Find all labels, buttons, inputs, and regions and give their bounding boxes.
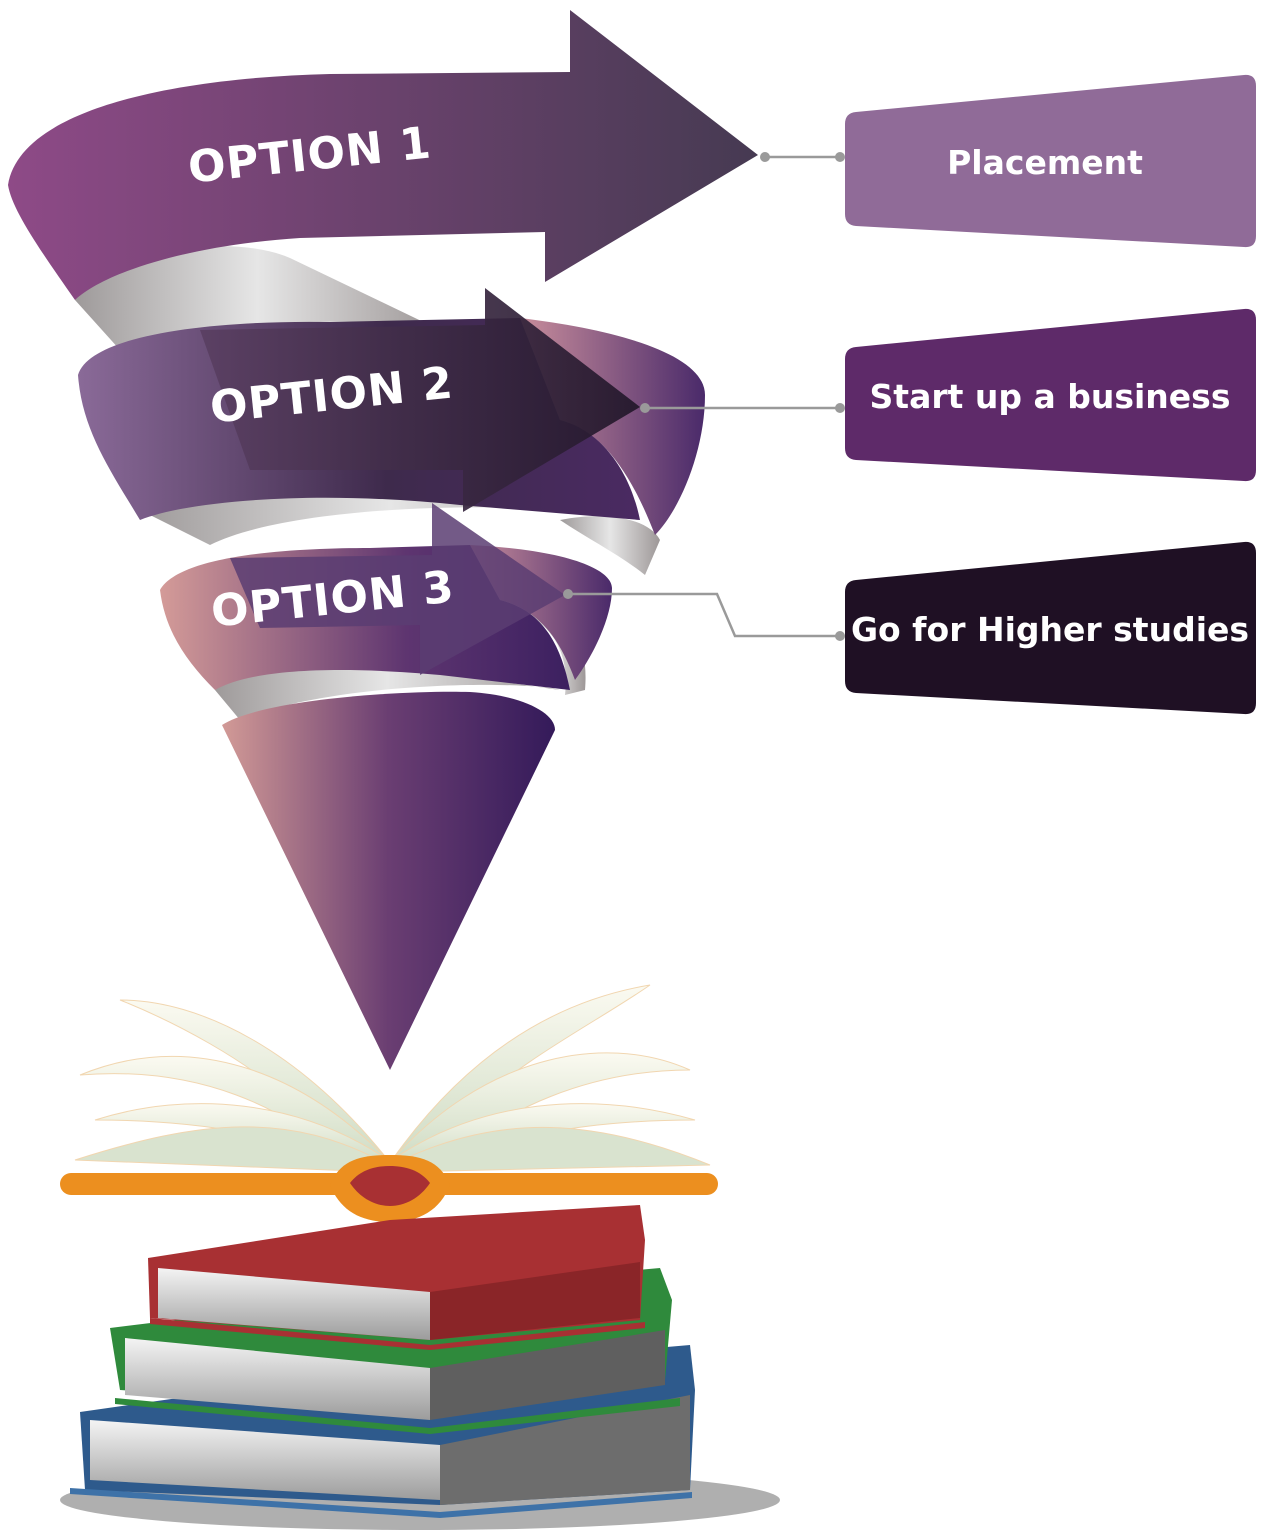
result-box-2-shape [845,308,1256,482]
red-book-spine-right [430,1262,640,1340]
result-box-2-label: Start up a business [870,377,1231,416]
result-box-3: Go for Higher studies [845,541,1256,715]
option-2-arrow [200,288,640,512]
open-book-left-page-4 [74,1126,389,1173]
option-1-arrow [8,10,758,300]
result-box-1-shape [845,74,1256,248]
open-book-icon [60,984,718,1222]
open-book-spine-inner [350,1166,430,1206]
funnel-spiral-graphic: OPTION 1 OPTION 2 OPTION 3 [8,10,758,1070]
connector-3 [568,592,840,638]
result-box-3-shape [845,541,1256,715]
connector-1-start-dot [760,152,770,162]
silver-ribbon-1 [75,246,440,350]
funnel-cone [222,691,555,1070]
blue-book-spine-right [440,1395,690,1505]
blue-book-bottom-edge [70,1488,692,1518]
connectors [563,152,845,641]
open-book-right-page-4 [391,1126,711,1173]
option-3-arrow [230,503,565,675]
connector-3-start-dot [563,589,573,599]
connector-1-end-dot [835,152,845,162]
silver-ribbon-3 [215,656,560,720]
result-box-1: Placement [845,74,1256,248]
blue-book-pages [90,1420,440,1500]
result-box-2: Start up a business [845,308,1256,482]
red-book-pages [158,1268,430,1340]
connector-2-end-dot [835,403,845,413]
connector-3-end-dot [835,631,845,641]
green-book-pages [125,1338,430,1420]
green-book-spine-right [430,1330,665,1420]
silver-ribbon-2b [560,516,660,575]
green-book-bottom-edge [115,1398,680,1434]
book-stack-icon [60,1205,780,1530]
result-box-1-label: Placement [947,143,1143,182]
red-book-bottom-edge [150,1318,645,1350]
connector-2-start-dot [640,403,650,413]
result-box-3-label: Go for Higher studies [851,610,1249,649]
